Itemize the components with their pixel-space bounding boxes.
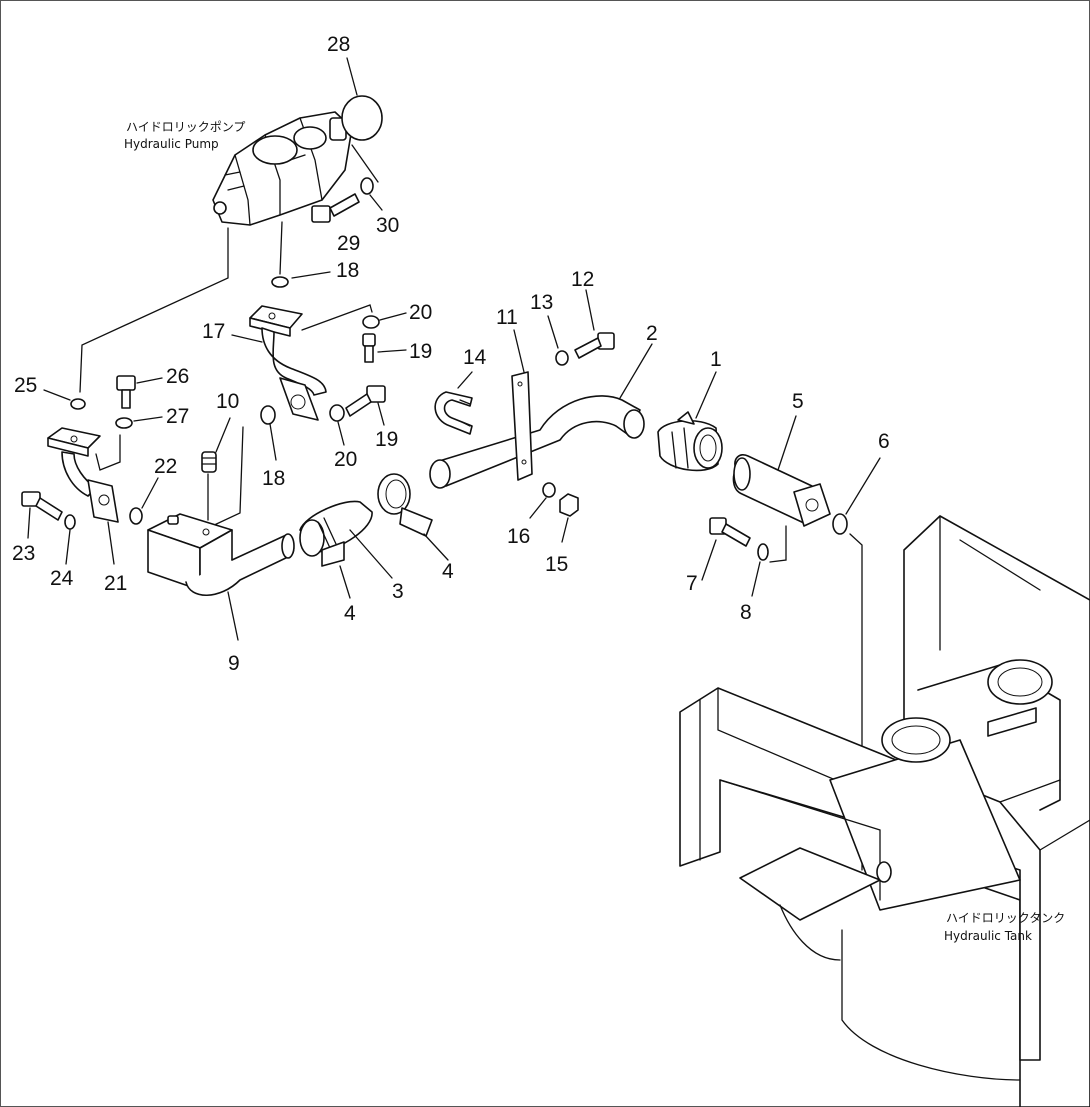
o-ring-22 — [129, 507, 143, 525]
washer-20-upper — [362, 315, 380, 329]
callout-19-upper: 19 — [409, 340, 432, 363]
callout-8: 8 — [740, 601, 752, 624]
callout-25: 25 — [14, 374, 37, 397]
pump-caption-en: Hydraulic Pump — [124, 137, 219, 151]
tank-caption-en: Hydraulic Tank — [944, 929, 1032, 943]
washer-27 — [115, 417, 133, 429]
callout-12: 12 — [571, 268, 594, 291]
callout-15: 15 — [545, 553, 568, 576]
bolt-29 — [311, 193, 360, 223]
bolt-12 — [574, 332, 615, 359]
clamp-4-lower — [321, 541, 345, 567]
washer-30 — [360, 177, 374, 195]
o-ring-18-lower — [260, 405, 276, 425]
tank-caption: ハイドロリックタンク Hydraulic Tank — [944, 911, 1065, 943]
block-pipe-9 — [147, 513, 295, 596]
callout-27: 27 — [166, 405, 189, 428]
tube-5 — [732, 454, 831, 527]
callout-23: 23 — [12, 542, 35, 565]
tank-caption-jp: ハイドロリックタンク — [946, 911, 1065, 925]
hose-3 — [299, 500, 373, 557]
clamp-4-upper — [377, 473, 433, 537]
pump-caption-jp: ハイドロリックポンプ — [126, 120, 245, 134]
callout-4-lower: 4 — [344, 602, 356, 625]
callout-17: 17 — [202, 320, 225, 343]
bolt-23 — [21, 491, 63, 521]
callout-5: 5 — [792, 390, 804, 413]
pump-caption: ハイドロリックポンプ Hydraulic Pump — [124, 120, 245, 151]
callout-22: 22 — [154, 455, 177, 478]
bolt-7 — [709, 517, 751, 547]
callout-20-lower: 20 — [334, 448, 357, 471]
callout-18-lower: 18 — [262, 467, 285, 490]
callout-19-lower: 19 — [375, 428, 398, 451]
callout-10: 10 — [216, 390, 239, 413]
bolt-19-lower — [345, 385, 386, 417]
callout-18-upper: 18 — [336, 259, 359, 282]
o-ring-18-upper — [271, 276, 289, 288]
washer-24 — [64, 514, 76, 530]
callout-28: 28 — [327, 33, 350, 56]
bolt-26 — [116, 375, 136, 409]
callout-2: 2 — [646, 322, 658, 345]
nut-15 — [559, 493, 579, 517]
pipe-2 — [429, 395, 645, 489]
u-bolt-14 — [434, 391, 473, 435]
callout-7: 7 — [686, 572, 698, 595]
callout-6: 6 — [878, 430, 890, 453]
callout-1: 1 — [710, 348, 722, 371]
callout-3: 3 — [392, 580, 404, 603]
hydraulic-pump — [212, 111, 379, 226]
fitting-10 — [201, 451, 217, 473]
hose-1 — [657, 411, 723, 472]
callout-26: 26 — [166, 365, 189, 388]
callout-11: 11 — [496, 306, 518, 329]
washer-8 — [757, 543, 769, 561]
callout-30: 30 — [376, 214, 399, 237]
callout-16: 16 — [507, 525, 530, 548]
o-ring-6 — [832, 513, 848, 535]
washer-16 — [542, 482, 556, 498]
bracket-11 — [511, 371, 533, 481]
callout-14: 14 — [463, 346, 487, 369]
callout-4-upper: 4 — [442, 560, 454, 583]
washer-20-lower — [329, 404, 345, 422]
hydraulic-tank — [679, 515, 1090, 1107]
o-ring-28 — [341, 95, 383, 141]
elbow-21 — [47, 427, 121, 523]
callout-24: 24 — [50, 567, 74, 590]
o-ring-25 — [70, 398, 86, 410]
callout-29: 29 — [337, 232, 360, 255]
bolt-19-upper — [362, 333, 376, 363]
tube-17 — [249, 304, 373, 421]
callout-20-upper: 20 — [409, 301, 432, 324]
callout-13: 13 — [530, 291, 553, 314]
washer-13 — [555, 350, 569, 366]
callout-9: 9 — [228, 652, 240, 675]
callout-21: 21 — [104, 572, 127, 595]
